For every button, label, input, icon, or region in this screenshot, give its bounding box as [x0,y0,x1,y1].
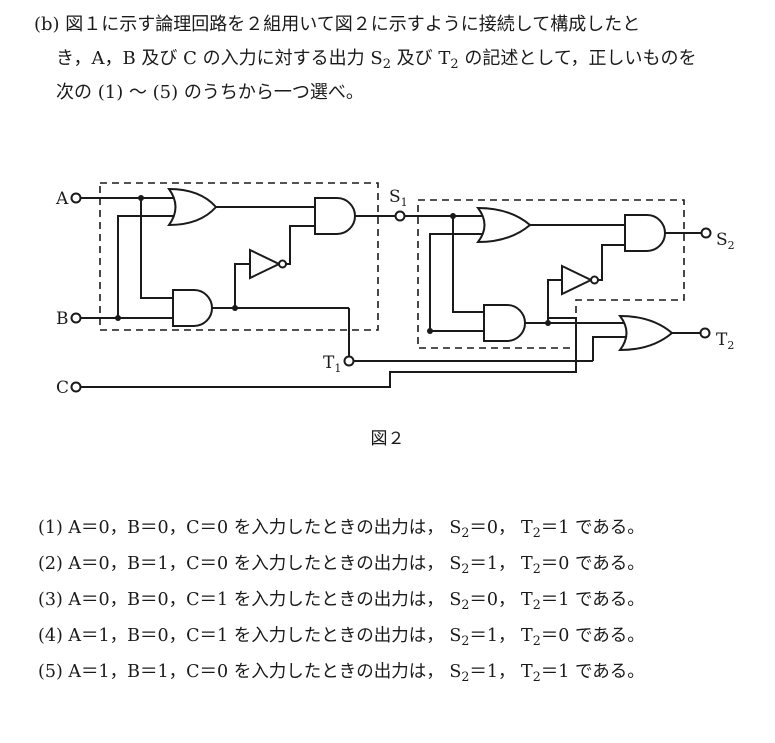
s1-terminal [394,210,406,222]
option-3[interactable]: (3) A＝0，B＝0，C＝1 を入力したときの出力は， S2＝0， T2＝1 … [38,590,645,612]
question-line-2: き，A，B 及び C の入力に対する出力 S2 及び T2 の記述として，正しい… [34,42,764,76]
question-text: (b) 図１に示す論理回路を２組用いて図２に示すように接続して構成したと き，A… [34,8,764,110]
or-gate-2 [475,206,532,244]
question-line-2-pre: き，A，B 及び C の入力に対する出力 S [56,48,383,69]
option-5[interactable]: (5) A＝1，B＝1，C＝0 を入力したときの出力は， S2＝1， T2＝1 … [38,662,645,684]
question-line-2-post: の記述として，正しいものを [458,48,697,69]
and-gate-1 [172,289,213,327]
question-line-3: 次の (1) ～ (5) のうちから一つ選べ。 [56,82,364,103]
option-1[interactable]: (1) A＝0，B＝0，C＝0 を入力したときの出力は， S2＝0， T2＝1 … [38,518,645,540]
question-line-2-mid: 及び T [390,48,451,69]
t2-terminal [699,327,711,339]
option-2[interactable]: (2) A＝0，B＝1，C＝0 を入力したときの出力は， S2＝1， T2＝0 … [38,554,645,576]
question-t2-subscript: 2 [450,56,459,72]
label-t1: T1 [323,353,341,375]
option-4[interactable]: (4) A＝1，B＝0，C＝1 を入力したときの出力は， S2＝1， T2＝0 … [38,626,645,648]
t1-terminal [343,355,355,367]
input-b-terminal [70,312,82,324]
logic-circuit-diagram: A B C S1 T1 S2 T2 [55,182,735,398]
input-a-terminal [70,192,82,204]
answer-options: (1) A＝0，B＝0，C＝0 を入力したときの出力は， S2＝0， T2＝1 … [38,510,645,690]
or-gate-3 [617,314,674,352]
and-gate-3 [483,304,526,342]
and-gate-4 [624,214,666,252]
not-gate-2 [561,264,594,296]
question-line-1: (b) 図１に示す論理回路を２組用いて図２に示すように接続して構成したと [34,14,641,35]
label-t2: T2 [716,330,734,352]
label-s2: S2 [716,230,735,252]
not-gate-1 [249,248,282,280]
label-b: B [56,309,69,329]
or-gate-1 [167,187,218,227]
label-s1: S1 [389,187,408,209]
s2-terminal [700,227,712,239]
module-box-1 [99,182,379,331]
label-a: A [55,189,69,209]
question-s2-subscript: 2 [382,56,391,72]
figure-caption: 図２ [370,429,405,449]
input-c-terminal [70,381,82,393]
module-box-2 [417,199,685,349]
and-gate-2 [314,197,356,235]
label-c: C [56,378,69,398]
